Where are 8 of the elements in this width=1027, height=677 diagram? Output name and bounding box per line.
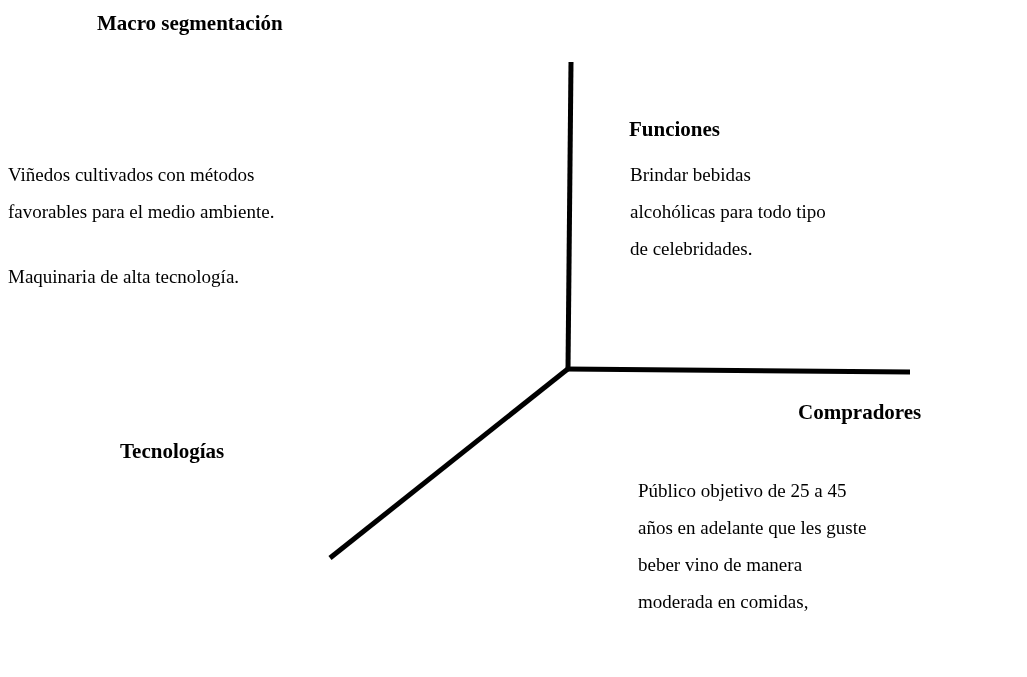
description-text: Viñedos cultivados con métodos favorables para el medio ambiente. (8, 163, 276, 224)
description-text: Brindar bebidas alcohólicas para todo tipo de celebridades. (630, 163, 827, 261)
title: Macro segmentación (97, 10, 283, 36)
axis-title: Funciones (629, 116, 720, 142)
description-text: Público objetivo de 25 a 45 años en adelante que les guste beber vino de manera moderada en comidas, (638, 479, 868, 614)
description-text: Maquinaria de alta tecnología. (8, 265, 240, 289)
axis-title: Tecnologías (120, 438, 225, 464)
axis-title: Compradores (798, 399, 922, 425)
